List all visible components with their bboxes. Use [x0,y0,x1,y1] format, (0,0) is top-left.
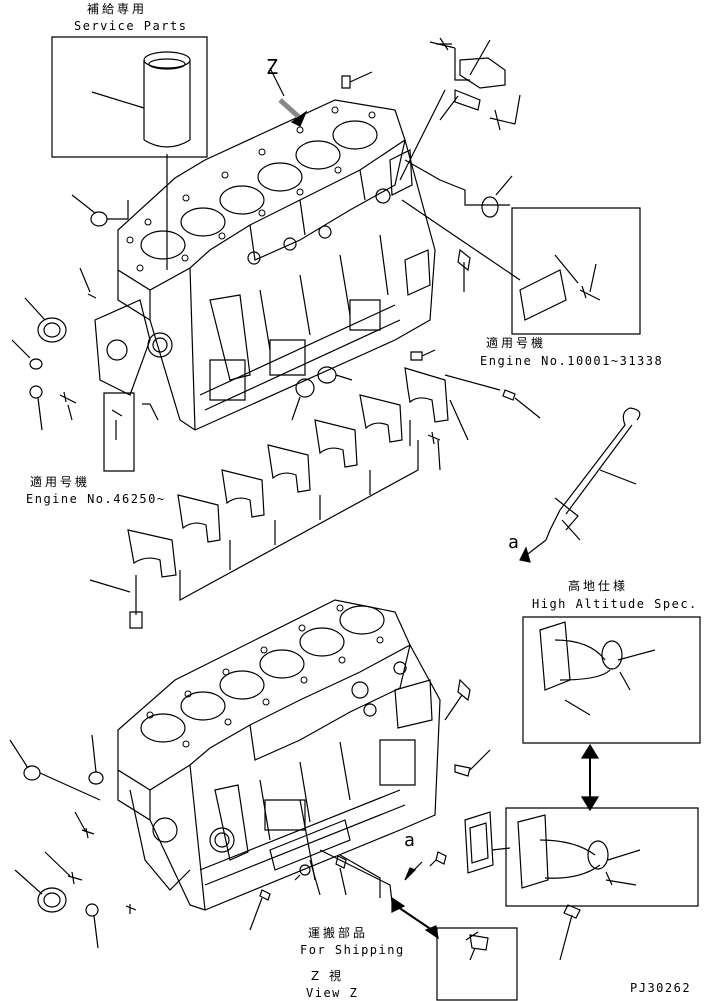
engine-no-a-label-jp: 適用号機 [486,336,547,350]
view-z-letter: Z [266,55,280,79]
bottom-block-small-parts [10,68,700,1000]
cylinder-block-bottom [118,600,440,910]
engine-no-b-label-jp: 適用号機 [30,475,91,489]
high-altitude-label-en: High Altitude Spec. [532,597,698,611]
drawing-number: PJ30262 [630,981,692,995]
cylinder-block-top [95,100,435,430]
engine-no-a-label-en: Engine No.10001~31338 [480,354,664,368]
service-parts-box [52,37,207,270]
view-z-label-jp: Z 視 [311,969,345,983]
top-block-small-parts [12,38,640,471]
main-bearing-caps [90,368,540,628]
service-parts-label-en: Service Parts [74,19,188,33]
arrow-a-label-top: a [508,532,521,553]
high-altitude-label-jp: 高地仕様 [568,579,629,593]
engine-no-b-label-en: Engine No.46250~ [26,492,166,506]
arrow-a-label-bottom: a [404,830,417,851]
for-shipping-label-jp: 運搬部品 [308,926,369,940]
view-z-label-en: View Z [306,986,359,1000]
service-parts-label-jp: 補給専用 [87,2,148,16]
for-shipping-label-en: For Shipping [300,943,405,957]
dipstick [520,408,640,562]
